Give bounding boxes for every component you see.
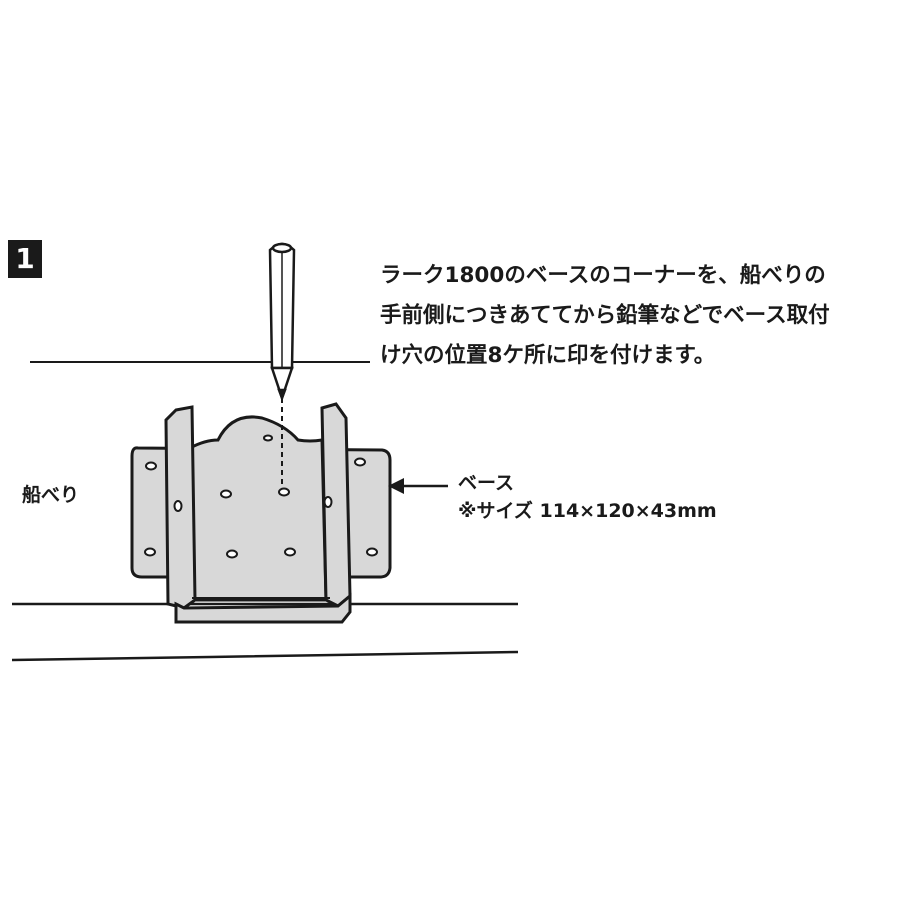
hole-center-2 — [278, 487, 290, 497]
instruction-line: ラーク1800のベースのコーナーを、船べりの — [380, 263, 826, 288]
step-number-badge: 1 — [8, 240, 42, 278]
hole-top — [263, 434, 273, 442]
gunwale-bottom-edge — [11, 650, 519, 662]
base-label: ベース — [458, 472, 515, 494]
pencil-tip — [270, 366, 294, 402]
base-center-wall — [186, 415, 328, 602]
hole-center-4 — [284, 547, 296, 557]
instruction-line: 手前側につきあててから鉛筆などでベース取付 — [380, 303, 830, 328]
hole-center-3 — [226, 549, 238, 559]
mounting-holes — [144, 434, 378, 559]
hole-center-1 — [220, 489, 232, 499]
hole-left-bottom — [144, 547, 156, 557]
arrow-left-icon — [388, 478, 448, 494]
gunwale-label: 船べり — [22, 484, 80, 506]
base-channel — [174, 592, 352, 624]
instruction-line: け穴の位置8ケ所に印を付けます。 — [380, 343, 716, 368]
instruction-text: ラーク1800のベースのコーナーを、船べりの 手前側につきあててから鉛筆などでベ… — [380, 256, 895, 376]
hole-side-right — [323, 496, 333, 508]
pencil-icon — [268, 242, 296, 402]
hole-side-left — [173, 500, 183, 512]
hole-right-bottom — [366, 547, 378, 557]
hole-right-top — [354, 457, 366, 467]
hole-left-top — [145, 461, 157, 471]
base-size-note: ※サイズ 114×120×43mm — [458, 500, 717, 522]
